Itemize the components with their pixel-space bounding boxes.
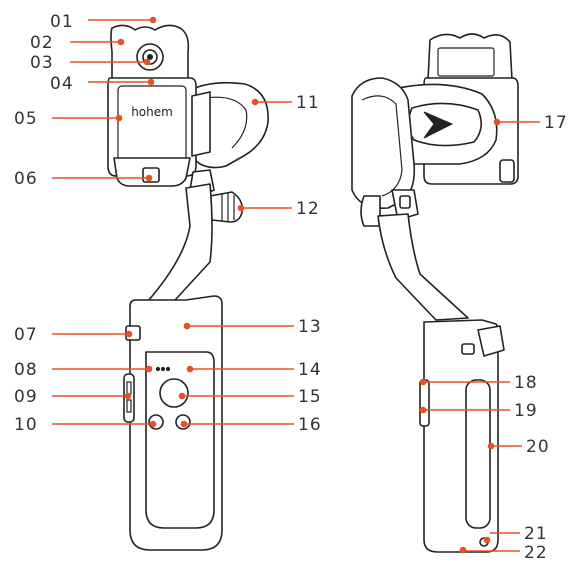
back-roll-arm bbox=[351, 77, 416, 209]
callout-04: 04 bbox=[50, 74, 74, 94]
callout-22: 22 bbox=[524, 543, 548, 563]
callout-leader-lines bbox=[52, 16, 540, 554]
back-folding-arm bbox=[377, 213, 469, 321]
front-roll-arm bbox=[194, 81, 269, 169]
back-phone-clamp-top bbox=[427, 33, 513, 81]
front-tilt-motor bbox=[191, 91, 211, 157]
back-hinge-clip bbox=[477, 325, 505, 357]
callout-21: 21 bbox=[524, 524, 548, 544]
callout-16: 16 bbox=[298, 415, 322, 435]
callout-06: 06 bbox=[14, 169, 38, 189]
callout-02: 02 bbox=[30, 33, 54, 53]
callout-07: 07 bbox=[14, 325, 38, 345]
callout-10: 10 bbox=[14, 415, 38, 435]
callout-17: 17 bbox=[544, 113, 568, 133]
back-side-buttons bbox=[419, 379, 430, 427]
gimbal-front-view: hohem bbox=[107, 24, 269, 551]
front-control-panel bbox=[145, 351, 215, 529]
callout-numbers: 01 02 03 04 05 06 07 08 09 10 11 12 13 1… bbox=[14, 12, 568, 563]
callout-11: 11 bbox=[296, 93, 320, 113]
callout-14: 14 bbox=[298, 360, 322, 380]
callout-13: 13 bbox=[298, 317, 322, 337]
callout-09: 09 bbox=[14, 387, 38, 407]
callout-19: 19 bbox=[514, 401, 538, 421]
callout-05: 05 bbox=[14, 109, 38, 129]
back-phone-slot bbox=[465, 379, 491, 529]
callout-03: 03 bbox=[30, 53, 54, 73]
brand-logo-text: hohem bbox=[131, 105, 173, 119]
callout-08: 08 bbox=[14, 360, 38, 380]
callout-20: 20 bbox=[526, 437, 550, 457]
front-joystick bbox=[159, 378, 189, 408]
callout-01: 01 bbox=[50, 12, 74, 32]
callout-15: 15 bbox=[298, 387, 322, 407]
front-folding-arm bbox=[139, 183, 213, 313]
callout-18: 18 bbox=[514, 373, 538, 393]
gimbal-back-view bbox=[351, 33, 519, 553]
back-lock-knob bbox=[360, 195, 381, 227]
front-lock-knob bbox=[209, 191, 244, 223]
callout-12: 12 bbox=[296, 199, 320, 219]
